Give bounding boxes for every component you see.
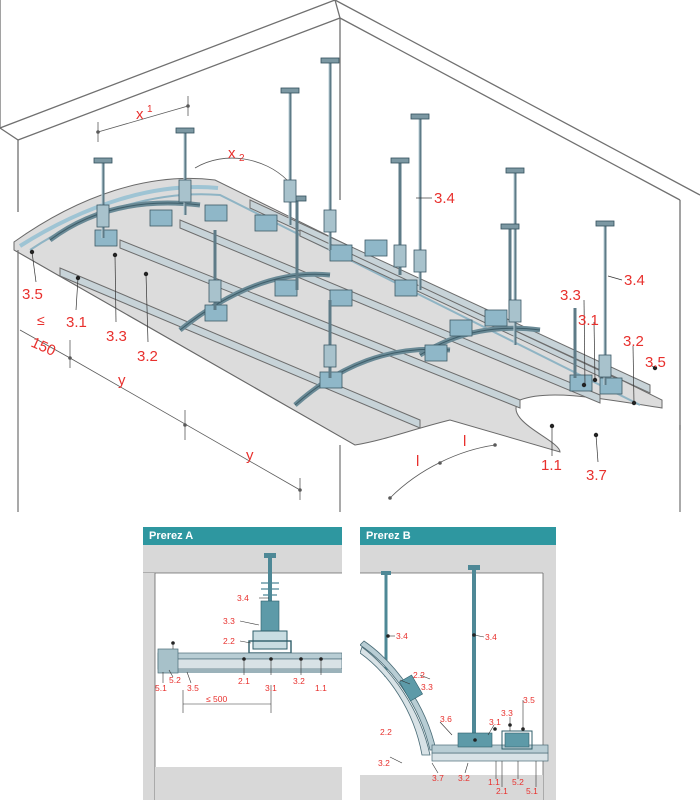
sec-a-label-2-1: 2.1 (238, 676, 250, 686)
section-a-header: Prerez A (143, 527, 342, 545)
isometric-ceiling-drawing: 3.5 3.1 3.3 3.2 3.4 3.4 3.3 3.1 3.2 3.5 … (0, 0, 700, 512)
dimension-ticks (68, 104, 497, 500)
lower-walls (17, 250, 681, 512)
dim-l-second: l (463, 433, 466, 450)
sec-b-label-3-4-right: 3.4 (485, 632, 497, 642)
sec-b-label-3-3-left: 3.3 (421, 682, 433, 692)
sec-a-label-3-3: 3.3 (223, 616, 235, 626)
sec-b-label-5-2: 5.2 (512, 777, 524, 787)
sec-b-label-5-1: 5.1 (526, 786, 538, 796)
sec-b-label-3-4-left: 3.4 (396, 631, 408, 641)
sec-b-label-3-6: 3.6 (440, 714, 452, 724)
label-3-2-right: 3.2 (623, 333, 644, 350)
ceiling-board (13, 177, 663, 453)
sec-a-label-2-2: 2.2 (223, 636, 235, 646)
section-b-right-wall (543, 573, 556, 800)
label-3-4-right: 3.4 (624, 272, 645, 289)
sec-b-label-1-1: 1.1 (488, 777, 500, 787)
section-b-header: Prerez B (360, 527, 556, 545)
sec-a-label-3-4: 3.4 (237, 593, 249, 603)
section-b-top-slab (360, 545, 556, 573)
section-b-floor-band (360, 775, 543, 800)
dim-x1-sup: 1 (147, 104, 153, 115)
section-a-floor-band (155, 767, 342, 800)
label-1-1: 1.1 (541, 457, 562, 474)
sec-b-label-3-1: 3.1 (489, 717, 501, 727)
dim-l-first: l (416, 453, 419, 470)
section-a-drawing: 3.4 3.3 2.2 5.2 5.1 3.5 2.1 3.1 3.2 1.1 … (143, 545, 342, 800)
sec-b-label-3-3-right: 3.3 (501, 708, 513, 718)
sec-b-label-2-1: 2.1 (496, 786, 508, 796)
section-a-top-slab (143, 545, 342, 573)
channel-connectors (94, 204, 623, 395)
label-3-1-left: 3.1 (66, 314, 87, 331)
sec-b-label-2-2-lower: 2.2 (380, 727, 392, 737)
ceiling-anchors (93, 57, 615, 230)
dim-y-upper: y (118, 372, 126, 389)
label-3-7: 3.7 (586, 467, 607, 484)
sec-a-label-5-2: 5.2 (169, 675, 181, 685)
sec-a-label-5-1: 5.1 (155, 683, 167, 693)
dim-y-lower: y (246, 447, 254, 464)
label-3-3-left: 3.3 (106, 328, 127, 345)
leader-lines (31, 197, 656, 463)
dim-x2-sup: 2 (239, 153, 245, 164)
room-walls (0, 0, 700, 430)
sec-b-label-3-2-left: 3.2 (378, 758, 390, 768)
section-a-board (157, 658, 342, 670)
sec-b-label-3-2-bottom: 3.2 (458, 773, 470, 783)
label-3-4-mid: 3.4 (434, 190, 455, 207)
label-3-5-right: 3.5 (645, 354, 666, 371)
sec-b-label-3-7: 3.7 (432, 773, 444, 783)
section-a-hanger (260, 600, 280, 632)
dim-le: ≤ (37, 312, 45, 328)
label-3-5-left: 3.5 (22, 286, 43, 303)
section-b-drawing: 3.4 3.4 2.2 3.3 2.2 3.6 3.1 3.3 3.5 3.2 … (360, 545, 556, 800)
sec-a-label-3-5: 3.5 (187, 683, 199, 693)
hanger-clips (96, 179, 612, 378)
sec-b-label-2-2-upper: 2.2 (413, 670, 425, 680)
label-3-3-right: 3.3 (560, 287, 581, 304)
label-3-2-left: 3.2 (137, 348, 158, 365)
leader-dots (29, 249, 658, 438)
dim-x2: x (228, 145, 236, 162)
section-a-left-wall (143, 573, 155, 800)
section-b-flat-board (431, 752, 549, 762)
label-3-1-right: 3.1 (578, 312, 599, 329)
dim-x1: x (136, 106, 144, 123)
sec-a-dim-500: ≤ 500 (206, 694, 227, 704)
sec-a-label-3-2: 3.2 (293, 676, 305, 686)
sec-a-label-1-1: 1.1 (315, 683, 327, 693)
sec-a-label-3-1: 3.1 (265, 683, 277, 693)
section-a-profile (157, 652, 342, 660)
dim-150: 150 (28, 334, 58, 360)
sec-b-label-3-5: 3.5 (523, 695, 535, 705)
